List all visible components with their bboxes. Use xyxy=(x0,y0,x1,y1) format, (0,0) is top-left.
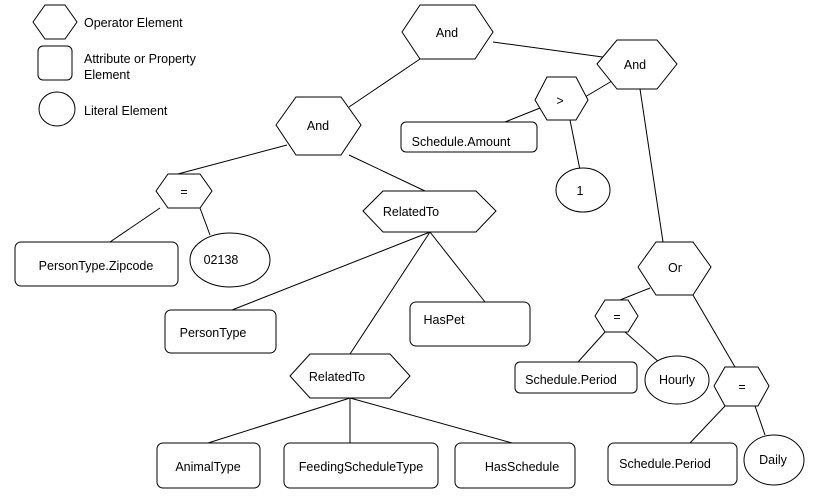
edge-relatedto-1-relatedto-2 xyxy=(349,231,431,355)
node-eq-daily: = xyxy=(713,366,770,407)
literal-shape xyxy=(743,434,805,486)
edge-eq-hourly-schedule-period-1 xyxy=(577,331,606,363)
literal-shape xyxy=(555,167,611,213)
node-eq-hourly: = xyxy=(594,299,639,333)
edge-or-eq-daily xyxy=(689,289,736,368)
node-schedule-period-2-label: Schedule.Period xyxy=(619,457,711,471)
node-person-type: PersonType xyxy=(164,309,277,354)
operator-shape xyxy=(289,353,411,399)
edge-and-right-or xyxy=(639,88,664,243)
attribute-shape xyxy=(283,442,439,489)
node-relatedto-2-label: RelatedTo xyxy=(309,370,365,384)
node-gt-label: > xyxy=(556,94,563,108)
operator-shape xyxy=(594,299,639,333)
node-relatedto-1-label: RelatedTo xyxy=(383,205,439,219)
edge-and-root-and-left xyxy=(348,58,421,108)
node-lit-daily: Daily xyxy=(743,434,805,486)
operator-shape xyxy=(275,96,362,156)
edge-and-left-relatedto-1 xyxy=(348,154,426,192)
legend-literal-icon xyxy=(38,91,76,127)
node-lit-hourly: Hourly xyxy=(644,355,710,405)
legend-attribute-label-line1: Attribute or Property xyxy=(84,52,197,66)
node-eq-daily-label: = xyxy=(738,380,745,394)
attribute-shape xyxy=(514,361,638,394)
edge-relatedto-1-person-type xyxy=(231,231,431,311)
edges xyxy=(109,41,766,444)
operator-shape xyxy=(401,4,494,60)
node-lit-hourly-label: Hourly xyxy=(659,373,696,387)
node-or-label: Or xyxy=(668,261,682,275)
attribute-shape xyxy=(409,301,531,347)
edge-gt-1 xyxy=(569,119,581,171)
node-has-schedule-label: HasSchedule xyxy=(485,460,559,474)
edge-eq-daily-daily xyxy=(754,405,766,436)
node-has-pet: HasPet xyxy=(409,301,531,347)
edge-and-left-eq-zip xyxy=(173,144,288,176)
node-lit-daily-label: Daily xyxy=(759,453,788,467)
node-and-left: And xyxy=(275,96,362,156)
legend: Operator Element Attribute or Property E… xyxy=(32,4,197,127)
legend-attribute-label-line2: Element xyxy=(84,68,130,82)
edge-eq-hourly-hourly xyxy=(624,331,661,364)
operator-shape xyxy=(637,241,712,296)
node-schedule-period-1-label: Schedule.Period xyxy=(525,373,617,387)
literal-shape xyxy=(644,355,710,405)
node-or: Or xyxy=(637,241,712,296)
attribute-shape xyxy=(400,121,538,153)
literal-shape xyxy=(189,232,271,288)
node-person-zipcode: PersonType.Zipcode xyxy=(14,241,179,287)
node-lit-1: 1 xyxy=(555,167,611,213)
node-animal-type-label: AnimalType xyxy=(175,460,240,474)
node-eq-zip: = xyxy=(155,173,213,209)
edge-eq-daily-schedule-period-2 xyxy=(689,405,726,444)
operator-shape xyxy=(596,39,678,90)
node-has-schedule: HasSchedule xyxy=(454,442,576,489)
edge-gt-schedule-amount xyxy=(504,107,541,123)
attribute-shape xyxy=(607,442,738,486)
operator-shape xyxy=(155,173,213,209)
edge-eq-zip-person-zipcode xyxy=(109,207,161,243)
legend-operator-icon xyxy=(32,4,78,40)
edge-and-root-and-right xyxy=(492,41,618,60)
node-feeding-schedule-type-label: FeedingScheduleType xyxy=(299,460,423,474)
edge-relatedto-2-animal-type xyxy=(207,397,351,444)
node-relatedto-1: RelatedTo xyxy=(362,190,497,233)
edge-eq-zip-02138 xyxy=(199,207,211,236)
node-schedule-period-1: Schedule.Period xyxy=(514,361,638,394)
node-lit-1-label: 1 xyxy=(577,184,584,198)
node-gt: > xyxy=(534,76,589,121)
node-and-root-label: And xyxy=(436,26,458,40)
node-has-pet-label: HasPet xyxy=(424,313,466,327)
node-and-root: And xyxy=(401,4,494,60)
node-and-right: And xyxy=(596,39,678,90)
node-schedule-period-2: Schedule.Period xyxy=(607,442,738,486)
legend-literal-label: Literal Element xyxy=(84,104,168,118)
node-relatedto-2: RelatedTo xyxy=(289,353,411,399)
attribute-shape xyxy=(14,241,179,287)
node-eq-hourly-label: = xyxy=(613,310,620,324)
operator-shape xyxy=(534,76,589,121)
node-lit-02138: 02138 xyxy=(189,232,271,288)
node-feeding-schedule-type: FeedingScheduleType xyxy=(283,442,439,489)
attribute-shape xyxy=(156,442,261,489)
node-lit-02138-label: 02138 xyxy=(204,253,239,267)
node-eq-zip-label: = xyxy=(180,185,187,199)
legend-attribute-icon xyxy=(37,45,73,81)
edge-relatedto-1-has-pet xyxy=(429,231,486,303)
attribute-shape xyxy=(164,309,277,354)
operator-shape xyxy=(362,190,497,233)
node-and-left-label: And xyxy=(307,119,329,133)
node-person-type-label: PersonType xyxy=(180,326,247,340)
node-schedule-amount: Schedule.Amount xyxy=(400,121,538,153)
node-person-zipcode-label: PersonType.Zipcode xyxy=(39,259,154,273)
edge-or-eq-hourly xyxy=(619,287,651,301)
edge-relatedto-2-has-schedule xyxy=(349,397,513,444)
attribute-shape xyxy=(454,442,576,489)
operator-shape xyxy=(713,366,770,407)
legend-operator-label: Operator Element xyxy=(84,16,183,30)
node-and-right-label: And xyxy=(624,58,646,72)
node-animal-type: AnimalType xyxy=(156,442,261,489)
node-schedule-amount-label: Schedule.Amount xyxy=(412,135,511,149)
